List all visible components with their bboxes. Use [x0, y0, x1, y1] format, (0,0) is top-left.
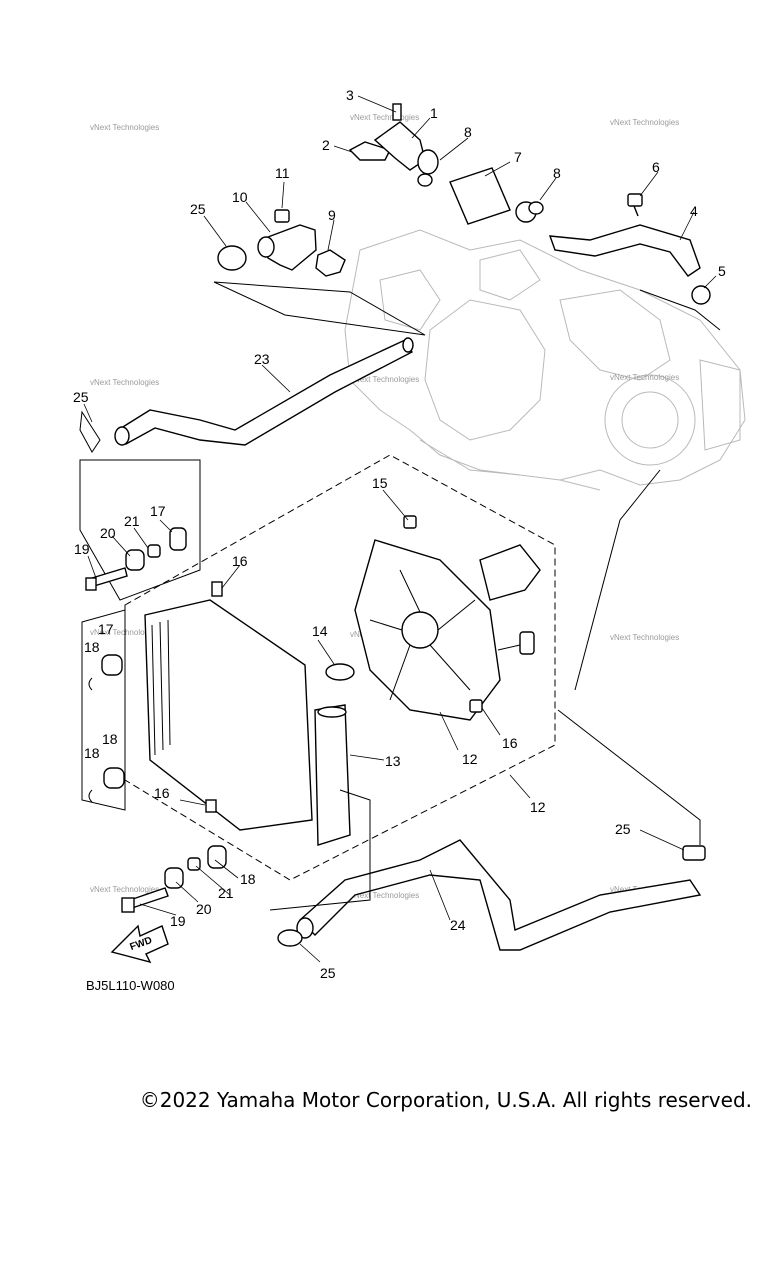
callout-21: 20: [100, 525, 116, 541]
watermark: vNext Technologies: [350, 891, 419, 900]
callout-18: 17: [98, 621, 114, 637]
upper-radiator-hose: [79, 337, 414, 453]
callout-numbers: 3 1 2 8 7 8 6 4 5 11 10 9 25 23 25 17 21…: [73, 87, 726, 981]
callout-20: 19: [74, 541, 90, 557]
callout-7: 7: [514, 149, 522, 165]
callout-22: 21: [218, 885, 234, 901]
watermark: vNext Technologies: [610, 373, 679, 382]
callout-24: 24: [450, 917, 466, 933]
thermostat-housing: [213, 209, 426, 336]
callout-4: 4: [690, 203, 698, 219]
watermark: vNext Technologies: [610, 633, 679, 642]
callout-8: 8: [464, 124, 472, 140]
callout-18: 17: [150, 503, 166, 519]
callout-25: 25: [615, 821, 631, 837]
callout-11: 11: [275, 165, 290, 181]
callout-23: 23: [254, 351, 270, 367]
callout-19: 18: [84, 745, 100, 761]
leader-lines: [83, 95, 717, 963]
callout-25: 25: [190, 201, 206, 217]
callout-6: 6: [652, 159, 660, 175]
callout-19: 18: [84, 639, 100, 655]
lower-radiator-hose: [269, 289, 721, 951]
callout-14: 12: [462, 751, 478, 767]
callout-5: 5: [718, 263, 726, 279]
watermark: vNext Technologies: [90, 378, 159, 387]
watermark: vNext Technologies: [90, 123, 159, 132]
callout-2: 2: [322, 137, 330, 153]
callout-16: 15: [372, 475, 388, 491]
callout-1: 1: [430, 105, 438, 121]
callout-25: 25: [73, 389, 89, 405]
callout-15: 14: [312, 623, 328, 639]
mount-hardware-left-upper: [79, 459, 201, 601]
fan-assembly: [354, 515, 541, 721]
outlet-pipe-assembly: [348, 103, 711, 305]
callout-17: 16: [232, 553, 248, 569]
watermark: vNext Technologies: [90, 885, 159, 894]
watermark: vNext Technologies: [610, 118, 679, 127]
callout-17: 16: [154, 785, 170, 801]
callout-18: 18: [240, 871, 256, 887]
fwd-arrow-icon: FWD: [110, 924, 169, 964]
callout-8: 8: [553, 165, 561, 181]
callout-12: 12: [530, 799, 546, 815]
callout-9: 9: [328, 207, 336, 223]
callout-3: 3: [346, 87, 354, 103]
callout-25: 25: [320, 965, 336, 981]
diagram-code: BJ5L110-W080: [86, 978, 175, 993]
engine-outline: [344, 229, 746, 491]
mount-hardware-left-lower: [81, 609, 227, 913]
watermark: vNext Technologies: [350, 375, 419, 384]
callout-16: 16: [502, 735, 518, 751]
watermark: vNext Technologies: [350, 113, 419, 122]
callout-20: 19: [170, 913, 186, 929]
radiator-core: [144, 581, 355, 846]
callout-18: 18: [102, 731, 118, 747]
callout-21: 20: [196, 901, 212, 917]
callout-13: 13: [385, 753, 401, 769]
callout-22: 21: [124, 513, 140, 529]
callout-10: 10: [232, 189, 248, 205]
copyright-notice: ©2022 Yamaha Motor Corporation, U.S.A. A…: [139, 1088, 752, 1112]
